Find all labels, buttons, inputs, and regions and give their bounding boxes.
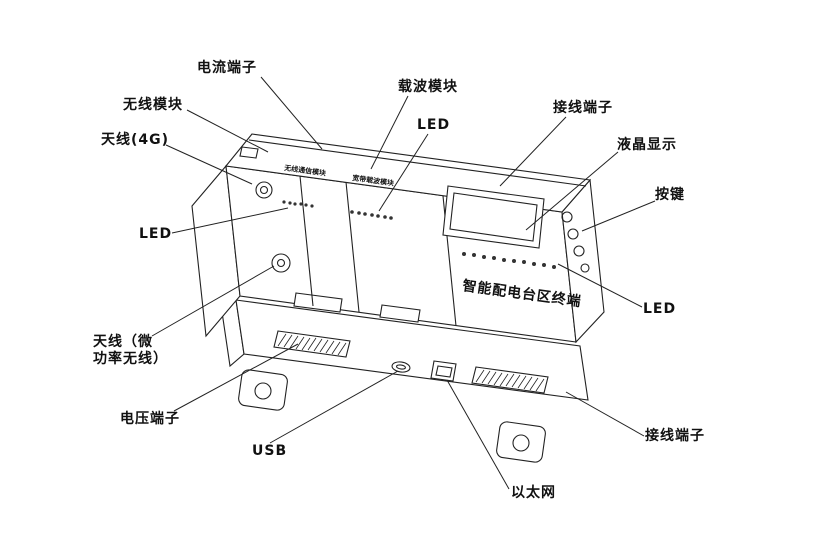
leader-terminal-bottom (565, 391, 645, 437)
mounting-foot-right (496, 421, 546, 463)
ethernet-port (430, 360, 457, 382)
button-column (561, 211, 590, 273)
antenna-connector-micropower (271, 253, 291, 273)
led-row-carrier (350, 210, 393, 220)
leader-wireless-module (186, 109, 269, 153)
leader-led-right (557, 263, 643, 308)
leader-voltage-terminal (173, 343, 299, 412)
leader-buttons (581, 200, 656, 232)
antenna-mount-4g (239, 146, 259, 159)
leader-lines (151, 76, 656, 490)
rail-clip-2 (379, 304, 421, 323)
lcd-screen (442, 185, 545, 249)
leader-led-top (378, 133, 429, 212)
leader-terminal-top (499, 116, 567, 187)
rail-clip-1 (293, 292, 343, 313)
led-row-wireless (282, 200, 314, 208)
leader-antenna-4g (165, 144, 253, 185)
usb-port (391, 361, 411, 373)
mounting-foot-left (238, 369, 288, 411)
leader-usb (269, 370, 399, 444)
terminal-block-right (471, 366, 549, 394)
led-row-main (462, 252, 556, 269)
leader-lcd-display (525, 151, 619, 231)
leader-ethernet (446, 379, 510, 490)
terminal-block-left (273, 330, 351, 358)
antenna-connector-4g (255, 181, 273, 199)
leader-current-terminal (260, 76, 323, 150)
leader-antenna-micropower (151, 265, 275, 337)
leader-led-left (171, 207, 289, 234)
leader-carrier-module (370, 95, 409, 170)
